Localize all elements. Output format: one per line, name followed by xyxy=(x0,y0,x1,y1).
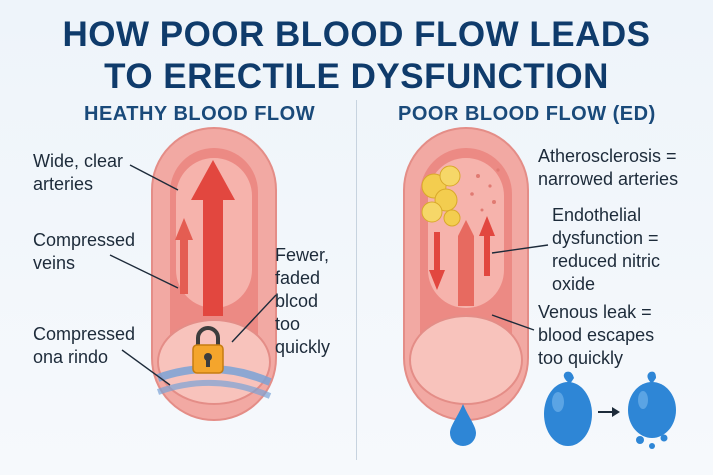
plaque-icon xyxy=(421,165,461,227)
title-line-1: HOW POOR BLOOD FLOW LEADS xyxy=(62,15,651,54)
label-compressed-rindo: Compressed ona rindo xyxy=(33,324,136,367)
arrow-right-icon xyxy=(598,407,620,417)
healthy-heading: HEATHY BLOOD FLOW xyxy=(84,103,316,125)
arrow-up-icon xyxy=(175,218,193,294)
label-compressed-veins: Compressed veins xyxy=(33,230,136,273)
healthy-shaft xyxy=(151,127,277,421)
arrow-up-icon xyxy=(191,160,235,316)
title-line-2: TO ERECTILE DYSFUNCTION xyxy=(104,57,609,96)
lock-icon xyxy=(192,326,224,374)
arrow-down-icon xyxy=(429,232,445,290)
balloon-icon xyxy=(628,371,676,449)
leader-line xyxy=(231,294,277,343)
label-venous-leak: Venous leak = blood escapes too quickly xyxy=(538,302,655,368)
arrow-up-icon xyxy=(479,216,495,276)
speckles xyxy=(470,168,500,212)
label-endothelial: Endothelial dysfunction = reduced nitric… xyxy=(552,205,661,294)
panel-divider xyxy=(356,100,357,460)
leader-line xyxy=(109,254,179,289)
leader-line xyxy=(491,244,549,254)
leader-line xyxy=(491,314,535,331)
balloon-icon xyxy=(544,371,592,446)
leader-line xyxy=(121,349,171,386)
label-fewer-faded: Fewer, faded blcod too quickly xyxy=(275,245,331,357)
blood-drop-icon xyxy=(450,404,476,446)
base-chamber xyxy=(409,315,523,405)
diagram-title: HOW POOR BLOOD FLOW LEADS TO ERECTILE DY… xyxy=(0,14,713,98)
label-atherosclerosis: Atherosclerosis = narrowed arteries xyxy=(538,146,679,189)
narrowed-artery xyxy=(458,220,474,306)
poor-heading: POOR BLOOD FLOW (ED) xyxy=(398,103,656,125)
label-wide-arteries: Wide, clear arteries xyxy=(33,151,124,194)
compression-band xyxy=(156,379,272,399)
leader-line xyxy=(129,164,179,191)
poor-shaft xyxy=(403,127,529,421)
